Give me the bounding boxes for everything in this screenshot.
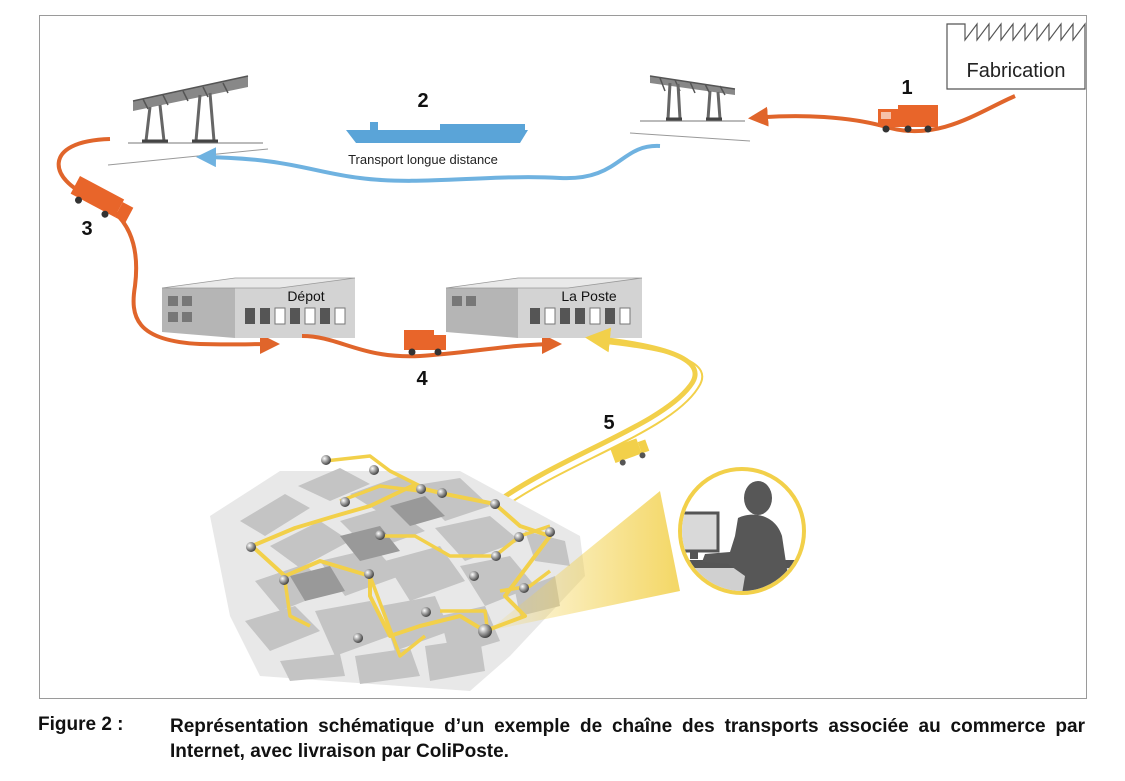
truck-icon: [70, 176, 134, 223]
step-5-label: 5: [603, 412, 614, 434]
figure-number: Figure 2 :: [38, 714, 124, 735]
factory-icon: Fabrication: [946, 22, 1086, 90]
computer-user-icon: [678, 467, 806, 595]
gantry-crane-icon: [629, 75, 751, 142]
step-2-label: 2: [417, 90, 428, 112]
step-3-label: 3: [81, 218, 92, 240]
caption-text: Représentation schématique d’un exemple …: [170, 716, 1085, 762]
ship-icon: [346, 122, 528, 143]
route-step-1: [748, 94, 1016, 134]
route-step-2: [196, 143, 661, 183]
route-step-3: [56, 137, 280, 355]
delivery-van-icon: [610, 438, 650, 466]
figure-frame: Fabrication 2 Transport longue distance: [39, 15, 1087, 699]
order-beam: [488, 491, 680, 631]
warehouse-icon: [161, 277, 356, 338]
depot-label: Dépot: [287, 288, 324, 304]
step-1-label: 1: [901, 77, 912, 99]
gantry-crane-icon: [107, 75, 269, 166]
route-step-4: [301, 334, 562, 359]
city-map-icon: [210, 454, 585, 691]
laposte-label: La Poste: [561, 288, 616, 304]
route-step-5: [492, 327, 698, 507]
truck-icon: [878, 105, 938, 133]
step-4-label: 4: [416, 368, 428, 390]
warehouse-icon: [445, 277, 643, 338]
truck-icon: [404, 330, 446, 356]
transport-chain-diagram: Fabrication 2 Transport longue distance: [56, 22, 1086, 691]
fabrication-label: Fabrication: [967, 60, 1066, 82]
transport-label: Transport longue distance: [348, 152, 498, 167]
